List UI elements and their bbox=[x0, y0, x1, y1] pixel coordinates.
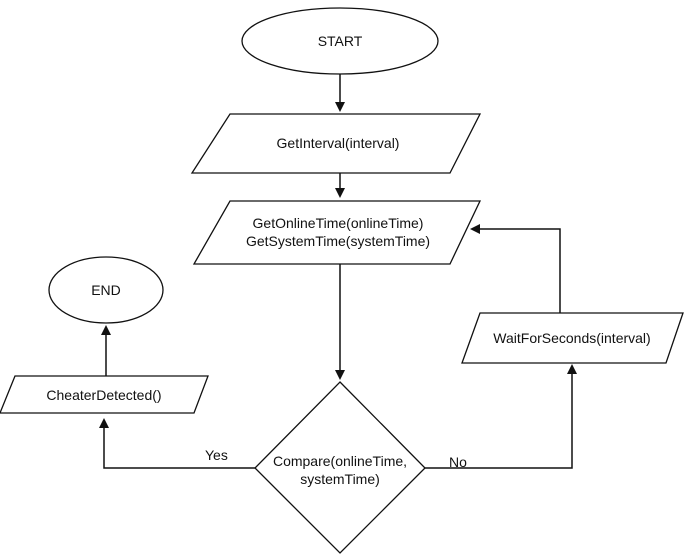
end-label: END bbox=[91, 282, 121, 298]
edge-wait-to-gettimes bbox=[470, 224, 561, 313]
end-node: END bbox=[48, 256, 164, 324]
compare-label-line1: Compare(onlineTime, bbox=[273, 453, 407, 469]
get-interval-label: GetInterval(interval) bbox=[277, 135, 400, 151]
get-system-time-label: GetSystemTime(systemTime) bbox=[246, 233, 430, 249]
start-label: START bbox=[318, 33, 363, 49]
compare-decision-node: Compare(onlineTime, systemTime) bbox=[254, 381, 426, 554]
get-online-time-label: GetOnlineTime(onlineTime) bbox=[253, 215, 424, 231]
edge-compare-no-to-wait bbox=[425, 364, 577, 469]
edge-no-label: No bbox=[449, 454, 467, 470]
cheater-detected-node: CheaterDetected() bbox=[0, 375, 209, 414]
edge-compare-yes-to-cheater bbox=[99, 418, 255, 469]
edge-yes-label: Yes bbox=[205, 447, 228, 463]
compare-label-line2: systemTime) bbox=[300, 471, 380, 487]
get-times-node: GetOnlineTime(onlineTime) GetSystemTime(… bbox=[192, 200, 482, 265]
wait-for-seconds-node: WaitForSeconds(interval) bbox=[461, 312, 684, 364]
cheater-detected-label: CheaterDetected() bbox=[46, 387, 161, 403]
wait-for-seconds-label: WaitForSeconds(interval) bbox=[493, 330, 650, 346]
get-interval-node: GetInterval(interval) bbox=[190, 113, 482, 174]
start-node: START bbox=[241, 7, 439, 75]
